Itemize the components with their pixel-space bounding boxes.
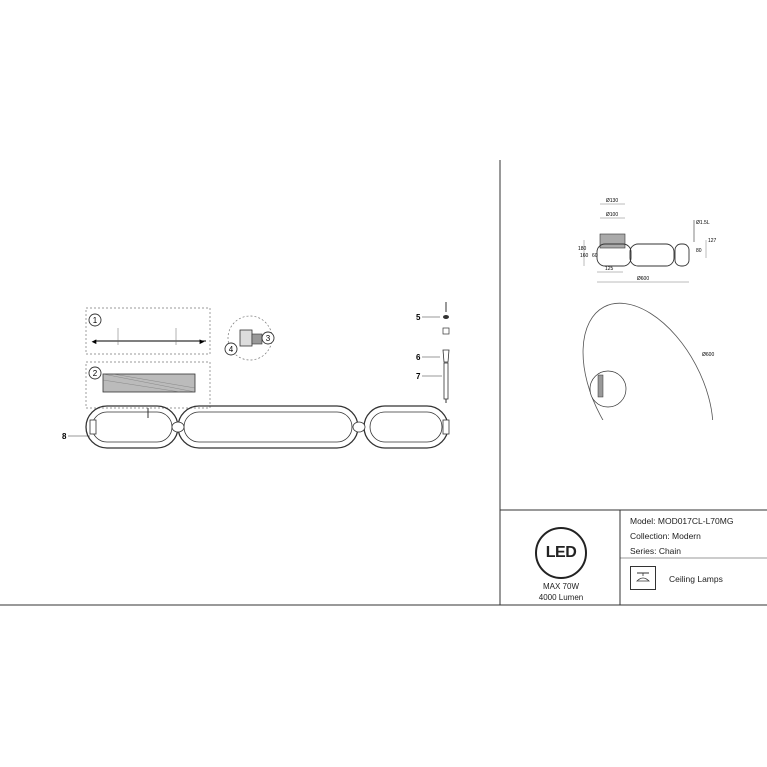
callout-1: 1 bbox=[93, 316, 98, 325]
callout-3: 3 bbox=[266, 334, 271, 343]
callout-4: 4 bbox=[229, 345, 234, 354]
dim-left-mid: 160 bbox=[580, 253, 589, 259]
callout-1-circle bbox=[88, 313, 102, 327]
dim-left-inner: 60 bbox=[592, 253, 598, 259]
dim-canopy-inner: Ø100 bbox=[606, 212, 618, 218]
max-power: MAX 70W bbox=[542, 582, 579, 591]
ceiling-lamp-icon bbox=[630, 566, 656, 590]
lumen: 4000 Lumen bbox=[538, 593, 584, 602]
category: Ceiling Lamps bbox=[669, 574, 723, 584]
led-logo: LED bbox=[545, 544, 577, 561]
step1-box bbox=[85, 307, 211, 355]
dim-cable: Ø1.5L bbox=[696, 220, 710, 226]
dim-ring: Ø600 bbox=[702, 352, 714, 358]
dim-canopy-width: Ø130 bbox=[606, 198, 618, 204]
callout-2: 2 bbox=[93, 369, 98, 378]
arrow-left-icon: ◄ bbox=[90, 337, 98, 346]
callout-5: 5 bbox=[416, 313, 421, 322]
callout-6: 6 bbox=[416, 353, 421, 362]
led-badge: LED bbox=[535, 527, 587, 579]
dim-left-outer: 180 bbox=[578, 246, 587, 252]
dim-left-width: 125 bbox=[605, 266, 614, 272]
ceiling-mount bbox=[589, 370, 627, 408]
series: Series: Chain bbox=[630, 546, 682, 556]
arrow-right-icon: ► bbox=[198, 337, 206, 346]
dimension-drawing: Ø130 Ø100 Ø1.5L 180 160 60 127 80 125 Ø6… bbox=[578, 198, 717, 420]
dim-total-width: Ø600 bbox=[637, 276, 649, 282]
dim-right-outer: 127 bbox=[708, 238, 717, 244]
collection: Collection: Modern bbox=[630, 531, 701, 541]
callout-2-circle bbox=[88, 366, 102, 380]
ring-outline bbox=[582, 302, 714, 420]
callout-8: 8 bbox=[62, 432, 67, 441]
dim-right-inner: 80 bbox=[696, 248, 702, 254]
callout-7: 7 bbox=[416, 372, 421, 381]
assembly-diagram: 1 ◄ ► 2 4 3 8 5 6 7 bbox=[62, 302, 450, 449]
canopy-top bbox=[599, 233, 626, 249]
model: Model: MOD017CL-L70MG bbox=[630, 516, 734, 526]
